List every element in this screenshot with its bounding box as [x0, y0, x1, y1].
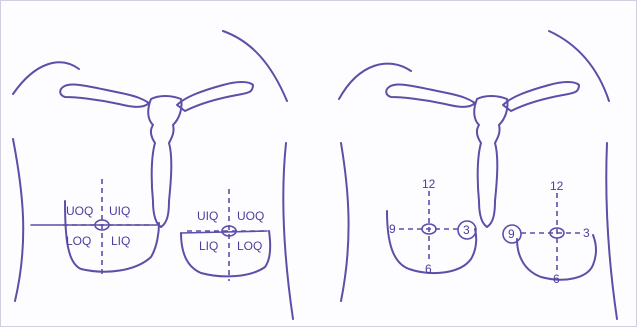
left-sternum — [148, 96, 181, 227]
left-torso-shoulder-left — [13, 62, 79, 94]
left-torso-shoulder-right — [223, 31, 287, 101]
label-uiq-left: UIQ — [197, 209, 218, 223]
clock-right-3: 3 — [463, 223, 470, 237]
right-torso-shoulder-right — [549, 31, 609, 101]
left-panel-right-breast: UOQ UIQ LOQ LIQ — [31, 179, 159, 275]
label-liq-right: LIQ — [111, 234, 130, 248]
left-panel-left-breast: UIQ UOQ LIQ LOQ — [181, 189, 270, 281]
right-panel-torso — [339, 31, 617, 319]
left-torso-side-right — [283, 143, 293, 319]
label-uoq-left: UOQ — [237, 209, 264, 223]
clock-right-12: 12 — [422, 177, 436, 191]
right-clavicle-right-side — [386, 85, 475, 107]
right-torso-side-left — [341, 143, 349, 301]
right-panel-right-breast: 12 9 3 6 — [387, 177, 476, 276]
clock-right-6: 6 — [425, 262, 432, 276]
clock-right-9: 9 — [389, 222, 396, 236]
clock-left-12: 12 — [550, 179, 564, 193]
label-liq-left: LIQ — [199, 239, 218, 253]
clock-left-3: 3 — [583, 226, 590, 240]
left-torso-side-left — [13, 139, 23, 301]
left-breast-outline — [181, 231, 270, 276]
right-sternum — [474, 96, 507, 227]
right-clavicle-left-side — [503, 82, 579, 111]
label-uoq-right: UOQ — [66, 204, 93, 218]
right-panel-left-breast: 12 9 3 6 — [503, 179, 596, 286]
clock-left-6: 6 — [553, 272, 560, 286]
label-loq-right: LOQ — [66, 234, 91, 248]
left-clavicle-left-side — [177, 82, 253, 111]
right-torso-shoulder-left — [339, 64, 411, 99]
label-uiq-right: UIQ — [109, 204, 130, 218]
label-loq-left: LOQ — [237, 239, 262, 253]
left-clavicle-right-side — [60, 85, 149, 107]
left-panel-torso — [13, 31, 293, 319]
right-torso-side-right — [606, 143, 617, 319]
clock-left-9: 9 — [508, 227, 515, 241]
